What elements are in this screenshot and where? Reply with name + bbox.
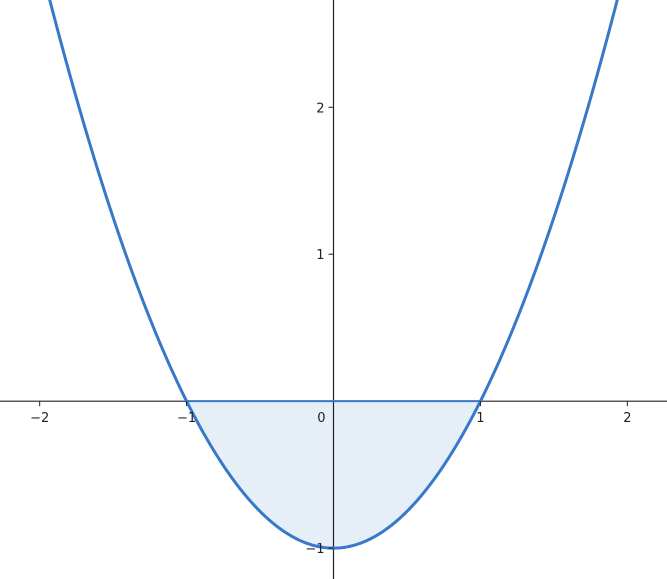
x-tick-label: 0 bbox=[317, 411, 325, 426]
x-tick-label: −2 bbox=[30, 411, 49, 426]
x-tick-label: −1 bbox=[177, 411, 196, 426]
x-tick-label: 1 bbox=[476, 411, 484, 426]
x-tick-label: 2 bbox=[623, 411, 631, 426]
y-tick-label: −1 bbox=[305, 542, 324, 557]
y-tick-label: 1 bbox=[316, 248, 324, 263]
tick-layer: −2 −1 0 1 2 −1 1 2 bbox=[30, 101, 631, 557]
y-tick-label: 2 bbox=[316, 101, 324, 116]
